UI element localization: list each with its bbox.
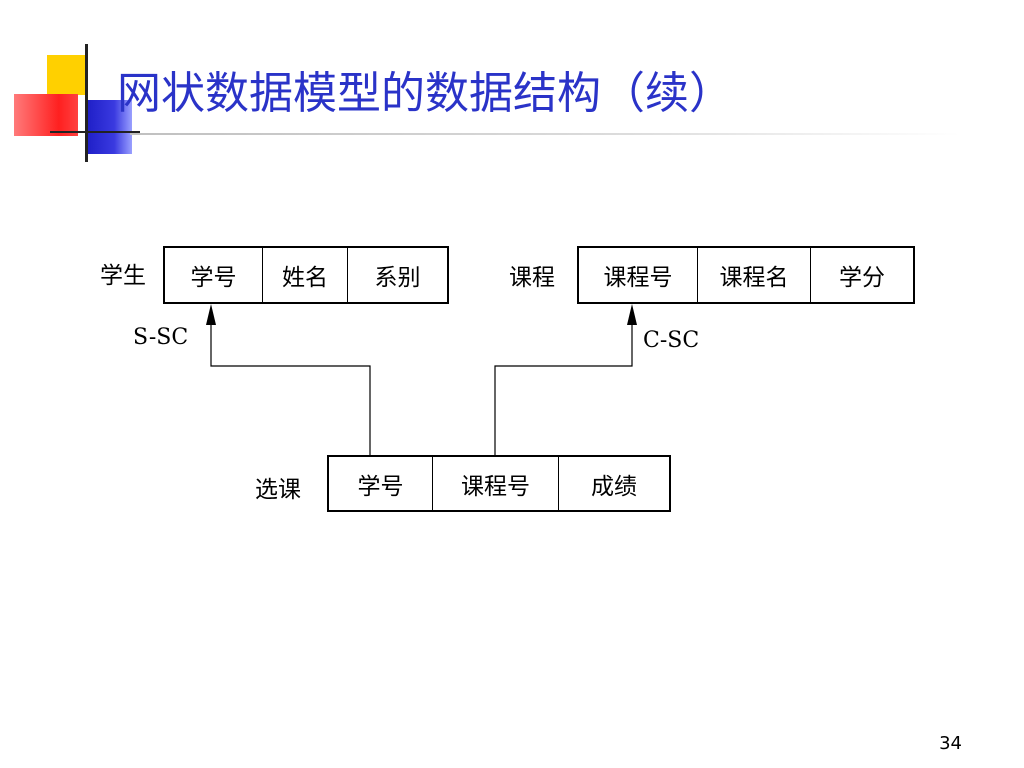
s-sc-arrowhead xyxy=(206,304,216,325)
student-record: 学号 姓名 系别 xyxy=(163,246,449,304)
student-field-dept: 系别 xyxy=(374,265,421,291)
course-field-name: 课程名 xyxy=(698,248,811,302)
page-number: 34 xyxy=(939,733,962,754)
logo-vertical-line xyxy=(85,44,88,162)
logo-red-square xyxy=(14,94,78,136)
elective-record-name: 选课 xyxy=(255,477,301,503)
c-sc-connector-line xyxy=(494,318,633,455)
c-sc-arrowhead xyxy=(627,304,637,325)
s-sc-connector-line xyxy=(210,318,371,455)
course-field-credit: 学分 xyxy=(839,265,885,291)
course-field-id: 课程号 xyxy=(579,248,698,302)
logo-horizontal-line xyxy=(50,131,140,133)
course-record: 课程号 课程名 学分 xyxy=(577,246,915,304)
elective-field-course-id: 课程号 xyxy=(433,457,559,510)
elective-field-student-id: 学号 xyxy=(329,457,433,510)
c-sc-link-label: C-SC xyxy=(643,328,700,353)
student-field-id: 学号 xyxy=(165,248,263,302)
title-underline xyxy=(130,133,960,135)
logo-blue-square xyxy=(88,100,132,154)
slide-title: 网状数据模型的数据结构（续） xyxy=(117,68,733,119)
course-record-name: 课程 xyxy=(509,265,555,291)
logo-yellow-square xyxy=(47,55,87,95)
student-record-name: 学生 xyxy=(100,263,146,289)
student-field-name: 姓名 xyxy=(263,248,348,302)
elective-record: 学号 课程号 成绩 xyxy=(327,455,671,512)
s-sc-link-label: S-SC xyxy=(133,325,189,350)
elective-field-grade: 成绩 xyxy=(591,473,637,500)
